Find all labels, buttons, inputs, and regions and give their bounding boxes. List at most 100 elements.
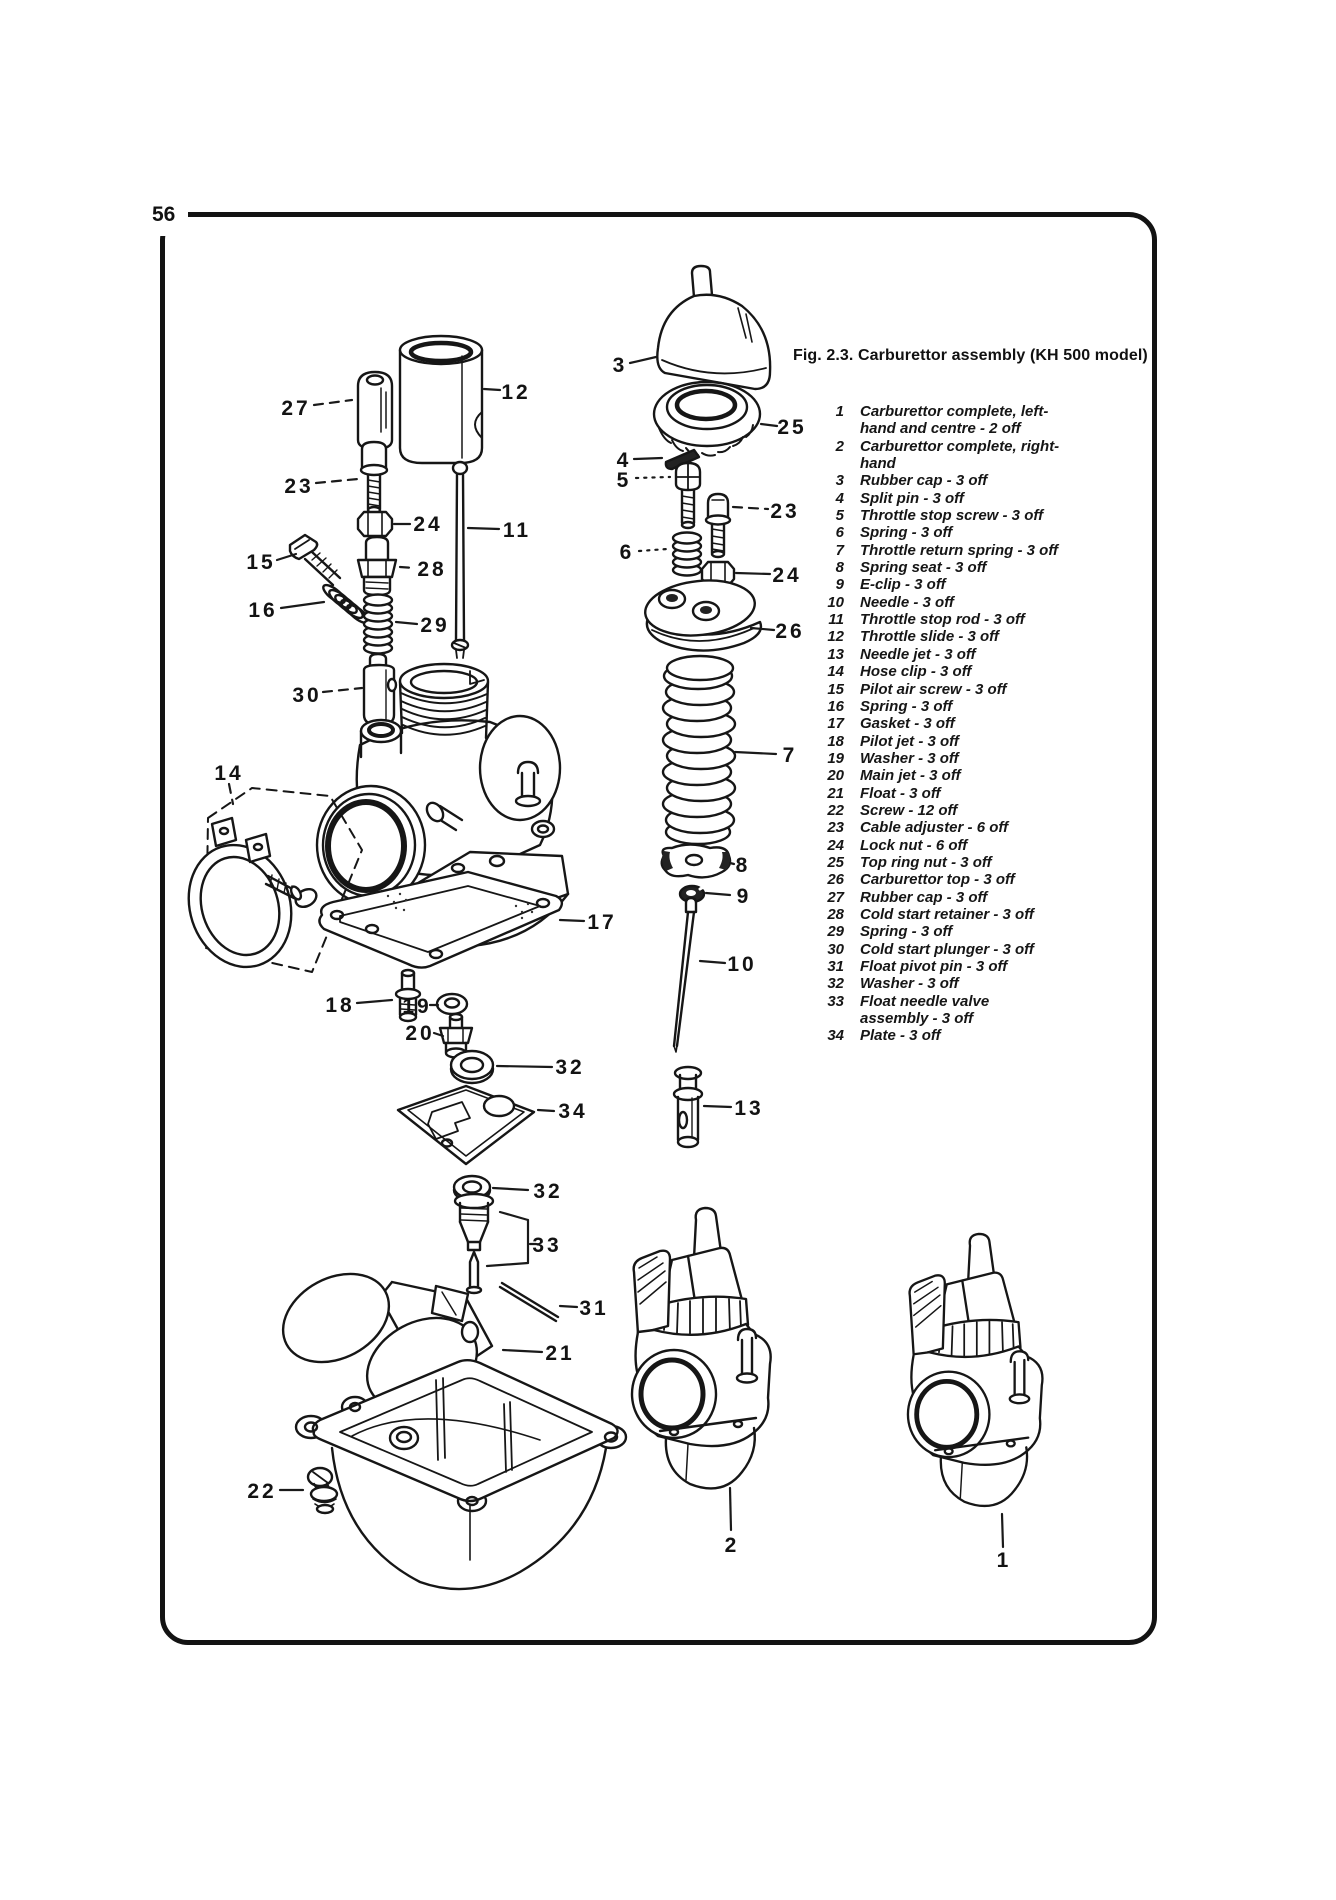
callout-27: 27: [281, 397, 310, 420]
part-number: 7: [835, 541, 844, 559]
part-description: E-clip - 3 off: [860, 576, 946, 594]
part-description: Spring seat - 3 off: [860, 559, 987, 577]
callout-6: 6: [620, 541, 635, 564]
part-number: 5: [835, 507, 844, 525]
washer-19-drawing: [435, 992, 469, 1016]
callout-9: 9: [737, 885, 752, 908]
callout-24-right: 24: [772, 564, 801, 587]
callout-16: 16: [248, 599, 277, 622]
part-description: Rubber cap - 3 off: [860, 888, 988, 906]
parts-list-item: 27 Rubber cap - 3 off: [820, 889, 1100, 906]
part-number: 28: [827, 905, 844, 923]
callout-13: 13: [734, 1097, 763, 1120]
callout-15: 15: [246, 551, 275, 574]
part-number: 27: [827, 888, 844, 906]
parts-list-item: 28 Cold start retainer - 3 off: [820, 906, 1100, 923]
spring-seat-8-drawing: [660, 843, 732, 879]
callout-23-right: 23: [770, 500, 799, 523]
callout-21: 21: [545, 1342, 574, 1365]
part-number: 11: [828, 611, 844, 629]
callout-labels: 27 12 23 24 11 15 28 16 29 30 1 4 17 18 1…: [214, 354, 1008, 1572]
part-number: 12: [827, 628, 844, 646]
part-description: Plate - 3 off: [860, 1027, 941, 1045]
callout-23-left: 23: [284, 475, 313, 498]
washer-32-upper-drawing: [449, 1049, 495, 1085]
float-pivot-pin-31-drawing: [498, 1281, 560, 1323]
callout-30: 30: [292, 684, 321, 707]
rubber-cap-27-drawing: [356, 370, 394, 451]
callout-22: 22: [247, 1480, 276, 1503]
part-description: Main jet - 3 off: [860, 767, 961, 785]
parts-list: 1 Carburettor complete, left- hand and ce…: [820, 403, 1100, 1045]
callout-5: 5: [617, 469, 632, 492]
part-description: Pilot air screw - 3 off: [860, 680, 1007, 698]
callout-31: 31: [579, 1297, 608, 1320]
part-description: Carburettor top - 3 off: [860, 871, 1015, 889]
part-description: Spring - 3 off: [860, 923, 953, 941]
part-number: 1: [835, 403, 844, 420]
carburettor-top-26-drawing: [644, 579, 763, 652]
part-number: 8: [835, 559, 844, 577]
callout-32-lower: 32: [533, 1180, 562, 1203]
part-number: 31: [827, 958, 844, 975]
frame-corner-patch: [146, 196, 188, 236]
needle-jet-13-drawing: [672, 1065, 704, 1149]
callout-18: 18: [325, 994, 354, 1017]
callout-32-upper: 32: [555, 1056, 584, 1079]
float-needle-valve-33-drawing: [453, 1192, 495, 1295]
part-description: Split pin - 3 off: [860, 489, 964, 507]
part-description: Pilot jet - 3 off: [860, 732, 959, 750]
gasket-17-drawing: [318, 870, 564, 969]
callout-19: 19: [402, 995, 431, 1018]
spring-29-drawing: [362, 593, 394, 655]
parts-list-item: 8 Spring seat - 3 off: [820, 559, 1100, 576]
part-description: Cold start retainer - 3 off: [860, 905, 1034, 923]
callout-11: 11: [503, 519, 531, 542]
part-description: Rubber cap - 3 off: [860, 472, 988, 490]
part-number: 10: [827, 593, 844, 611]
parts-list-item: 1 Carburettor complete, left- hand and ce…: [820, 403, 1100, 438]
callout-34: 34: [558, 1100, 587, 1123]
callout-3: 3: [613, 354, 628, 377]
part-description: Lock nut - 6 off: [860, 836, 968, 854]
callout-29: 29: [420, 614, 449, 637]
callout-4: 4: [617, 449, 632, 472]
carburettor-complete-1-drawing: [908, 1234, 1043, 1506]
part-description: Float needle valve assembly - 3 off: [860, 992, 990, 1028]
cable-adjuster-23-right-drawing: [704, 492, 732, 559]
part-number: 16: [827, 697, 844, 715]
parts-list-item: 9 E-clip - 3 off: [820, 576, 1100, 593]
callout-7: 7: [783, 744, 798, 767]
part-description: Carburettor complete, left- hand and cen…: [860, 403, 1049, 438]
leader-lines: [227, 355, 1005, 1549]
part-description: Float - 3 off: [860, 784, 941, 802]
part-description: Cold start plunger - 3 off: [860, 940, 1034, 958]
part-number: 9: [835, 576, 844, 594]
part-number: 17: [827, 715, 844, 733]
needle-10-drawing: [672, 896, 698, 1053]
throttle-return-spring-7-drawing: [661, 654, 737, 846]
part-number: 3: [835, 472, 844, 490]
part-description: Hose clip - 3 off: [860, 663, 972, 681]
throttle-stop-screw-5-drawing: [674, 461, 702, 530]
part-number: 19: [827, 749, 844, 767]
